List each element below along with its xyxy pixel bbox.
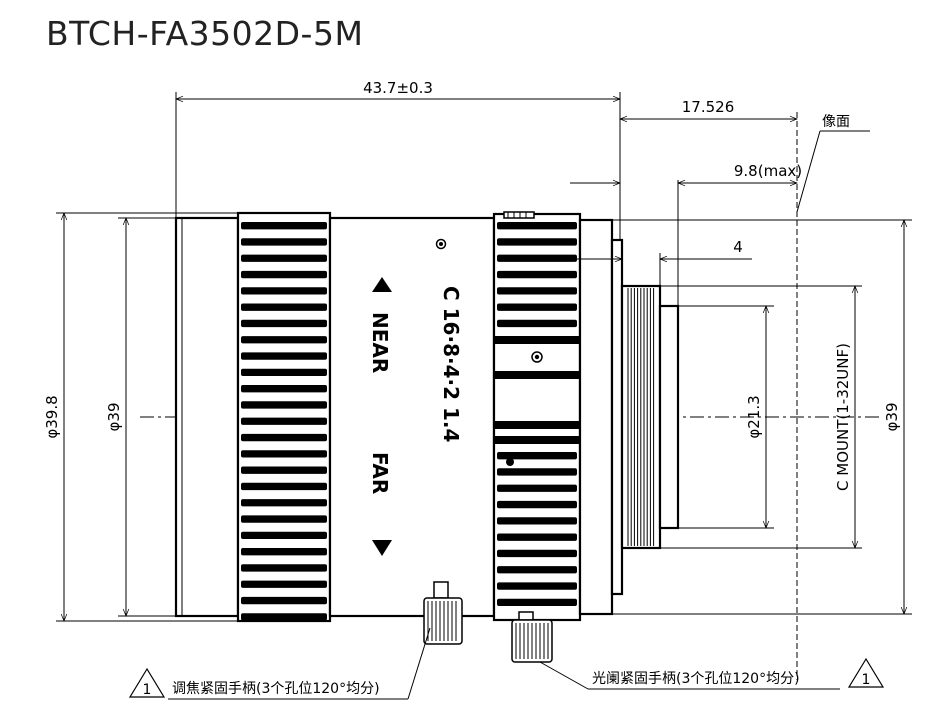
aperture-groove-4	[494, 436, 580, 444]
knurl-band	[497, 287, 577, 295]
knurl-band	[241, 417, 327, 425]
focus-ring-knurl	[241, 222, 327, 621]
knurl-band	[497, 254, 577, 262]
knurl-band	[497, 598, 577, 607]
knurl-band	[241, 352, 327, 360]
dim-flange-back-label: 17.526	[682, 98, 735, 116]
dim-mount-label: C MOUNT(1-32UNF)	[834, 343, 852, 491]
mount-thread	[627, 288, 655, 546]
knurl-band	[497, 582, 577, 590]
aperture-ring-knurl	[497, 222, 577, 607]
knurl-band	[241, 287, 327, 295]
knurl-band	[241, 319, 327, 328]
knurl-band	[241, 564, 327, 572]
warning-mark-left: 1	[143, 682, 152, 698]
knurl-band	[497, 566, 577, 574]
knurl-band	[241, 401, 327, 409]
knurl-band	[497, 222, 577, 230]
knurl-band	[241, 482, 327, 491]
knurl-band	[241, 368, 327, 377]
knurl-band	[241, 613, 327, 621]
warning-triangle-right-icon	[847, 657, 885, 688]
knurl-band	[497, 500, 577, 509]
far-arrow-icon	[372, 540, 392, 556]
screw-hole-iris-dot	[534, 354, 540, 360]
screw-hole-top-dot	[439, 242, 443, 246]
dim-thread-length-label: 4	[733, 238, 743, 256]
focus-lock-screw	[423, 581, 463, 645]
knurl-band	[497, 452, 577, 460]
drawing-title: BTCH-FA3502D-5M	[46, 14, 364, 53]
knurl-band	[241, 385, 327, 393]
warning-triangle-left-icon	[128, 667, 166, 698]
iris-lock-screw	[511, 611, 553, 663]
dim-mount-diameter-label: φ39	[883, 403, 901, 432]
knurl-band	[497, 533, 577, 541]
knurl-band	[497, 517, 577, 525]
dim-outer-diameter-label: φ39.8	[43, 395, 61, 438]
knurl-band	[241, 270, 327, 279]
near-arrow-icon	[372, 277, 392, 292]
dim-rear-diameter-label: φ21.3	[745, 395, 763, 438]
knurl-band	[497, 238, 577, 246]
knurl-band	[241, 548, 327, 556]
knurl-band	[241, 433, 327, 442]
knurl-band	[241, 515, 327, 523]
dim-body-diameter-label: φ39	[105, 403, 123, 432]
knurl-band	[241, 531, 327, 540]
knurl-band	[241, 499, 327, 507]
aperture-groove-2	[494, 371, 580, 379]
top-screw	[503, 211, 535, 219]
iris-screw-note: 光阑紧固手柄(3个孔位120°均分)	[592, 671, 800, 687]
focus-screw-note: 调焦紧固手柄(3个孔位120°均分)	[172, 681, 380, 697]
knurl-band	[241, 336, 327, 344]
knurl-band	[241, 222, 327, 230]
knurl-band	[497, 270, 577, 279]
dim-back-focus-label: 9.8(max)	[734, 162, 802, 180]
far-label: FAR	[368, 452, 392, 494]
knurl-band	[497, 484, 577, 492]
knurl-band	[497, 468, 577, 476]
knurl-band	[497, 303, 577, 311]
knurl-band	[241, 596, 327, 605]
screw-hole-iris	[531, 351, 543, 363]
knurl-band	[241, 466, 327, 474]
near-label: NEAR	[368, 312, 392, 373]
image-plane-label: 像面	[822, 114, 850, 130]
aperture-groove-3	[494, 421, 580, 429]
lens-body	[174, 211, 680, 623]
knurl-band	[241, 580, 327, 588]
knurl-band	[241, 303, 327, 311]
knurl-band	[241, 238, 327, 246]
knurl-band	[241, 254, 327, 262]
aperture-groove-1	[494, 336, 580, 344]
knurl-band	[497, 319, 577, 328]
warning-mark-right: 1	[862, 672, 871, 688]
knurl-band	[241, 450, 327, 458]
screw-hole-top	[435, 238, 447, 250]
index-dot	[506, 458, 514, 466]
knurl-band	[497, 549, 577, 558]
aperture-scale: C 16·8·4·2 1.4	[439, 286, 463, 442]
dim-overall-length-label: 43.7±0.3	[363, 79, 433, 97]
